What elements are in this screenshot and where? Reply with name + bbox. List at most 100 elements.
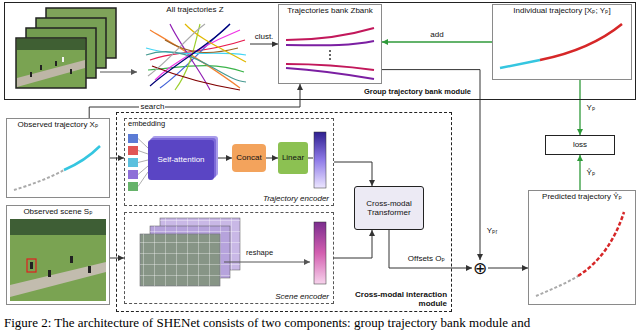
- node-text: loss: [573, 140, 587, 149]
- bank-curve: [286, 28, 374, 40]
- node-text: Linear: [282, 153, 304, 162]
- observed-segment: [536, 276, 578, 296]
- walkway: [17, 60, 85, 87]
- node-text: All trajectories Z: [166, 5, 223, 14]
- loss-box: loss: [545, 135, 615, 155]
- arrow-connector: [110, 258, 124, 259]
- trajectory-curve: [152, 66, 240, 90]
- bank-curve: [286, 41, 374, 45]
- trajectory-plot: All trajectories Z: [140, 4, 250, 94]
- process-box: Concat: [232, 144, 266, 172]
- pedestrian: [70, 256, 73, 263]
- pedestrian: [88, 266, 91, 273]
- arrow-connector: [250, 44, 278, 45]
- predicted-segment: [578, 212, 624, 276]
- node-text: Observed scene Sₚ: [23, 207, 92, 216]
- embedding-token: [128, 170, 138, 179]
- walkway: [10, 262, 106, 297]
- encoder-frame: Scene encoder: [124, 212, 334, 304]
- edge-label: search: [139, 103, 165, 112]
- embedding-token: [128, 158, 138, 167]
- node-text: Self-attention: [157, 155, 204, 164]
- arrow-connector: [382, 41, 492, 42]
- node-text: Cross-modal Transformer: [357, 199, 421, 217]
- process-box: Cross-modal Transformer: [354, 186, 424, 230]
- module-frame: Group trajectory bank module All trajecto…: [4, 2, 636, 100]
- node-text: Observed trajectory Xₚ: [18, 120, 99, 129]
- ellipsis-dot: [329, 54, 331, 56]
- trajectory-plot: Individual trajectory [Xₚ; Yₚ]: [492, 4, 632, 80]
- edge-label: Offsets Oₚ: [407, 255, 446, 264]
- scene-photo: [10, 219, 106, 301]
- arrow-connector: [382, 70, 480, 260]
- arrow-connector: [389, 230, 472, 268]
- arrow-connector: [579, 155, 580, 190]
- node-text: Cross-modal interaction module: [355, 290, 447, 308]
- edge-label: Yₚ: [586, 103, 597, 112]
- edge-label: Yₚᵣ: [486, 227, 499, 236]
- node-text: Trajectories bank Zbank: [287, 6, 373, 15]
- trajectory-bank: Trajectories bank Zbank: [278, 4, 382, 84]
- arrow-connector: [110, 158, 124, 159]
- observed-segment: [64, 146, 100, 170]
- process-box: Self-attention: [148, 140, 214, 180]
- arrow-connector: [579, 80, 580, 135]
- video-frame: [16, 38, 86, 88]
- embedding-token: [128, 134, 138, 143]
- feature-bar: [314, 132, 326, 188]
- annotation-label: reshape: [246, 249, 273, 257]
- pedestrian: [30, 262, 33, 269]
- feature-bar: [314, 222, 326, 284]
- figure-caption: Figure 2: The architecture of SHENet con…: [4, 315, 636, 330]
- sum-symbol: ⊕: [472, 260, 488, 276]
- bank-curve: [286, 68, 374, 79]
- ellipsis-dot: [329, 50, 331, 52]
- node-text: Scene encoder: [275, 292, 329, 301]
- observed-segment: [14, 170, 64, 190]
- arrow-connector: [334, 230, 372, 258]
- trajectory-curve: [148, 24, 205, 76]
- arrow-connector: [266, 158, 278, 159]
- arrow-connector: [334, 162, 372, 186]
- edge-label: Ŷₚ: [586, 168, 597, 177]
- token-link: [138, 160, 148, 163]
- embedding-token: [128, 146, 138, 155]
- input-panel: Observed scene Sₚ: [6, 205, 110, 305]
- future-segment: [540, 24, 622, 60]
- flow-arrow: [224, 262, 310, 263]
- output-panel: Predicted trajectory Ŷₚ: [528, 190, 636, 305]
- pedestrian: [55, 61, 57, 66]
- process-box: Linear: [278, 142, 308, 174]
- input-panel: Observed trajectory Xₚ: [6, 118, 110, 198]
- node-text: ⊕: [473, 260, 487, 276]
- edge-label: add: [429, 31, 444, 40]
- arrow-connector: [214, 158, 232, 159]
- patch-grid: [140, 234, 220, 286]
- annotation-label: embedding: [128, 120, 165, 128]
- node-text: Individual trajectory [Xₚ; Yₚ]: [513, 6, 610, 15]
- token-link: [138, 166, 148, 175]
- patch-grid: [140, 234, 220, 286]
- trajectory-curve: [185, 24, 246, 62]
- target-box: [27, 259, 36, 272]
- edge-label: clust.: [254, 33, 275, 42]
- pedestrian: [70, 69, 72, 74]
- node-text: Trajectory encoder: [263, 194, 329, 203]
- trajectory-curve: [150, 24, 230, 86]
- token-link: [138, 172, 148, 187]
- node-text: Concat: [236, 153, 261, 162]
- ellipsis-dot: [329, 58, 331, 60]
- flow-link: [308, 158, 313, 159]
- node-text: Predicted trajectory Ŷₚ: [542, 192, 622, 201]
- patch-tint: [140, 234, 220, 286]
- token-link: [138, 139, 148, 149]
- module-frame: Cross-modal interaction module Trajectory…: [116, 112, 452, 312]
- observed-segment: [500, 60, 540, 68]
- node-text: Group trajectory bank module: [364, 88, 471, 97]
- tree-band: [17, 39, 85, 50]
- pedestrian: [62, 57, 64, 62]
- encoder-frame: Trajectory encoder Self-attention Concat Li…: [124, 118, 334, 206]
